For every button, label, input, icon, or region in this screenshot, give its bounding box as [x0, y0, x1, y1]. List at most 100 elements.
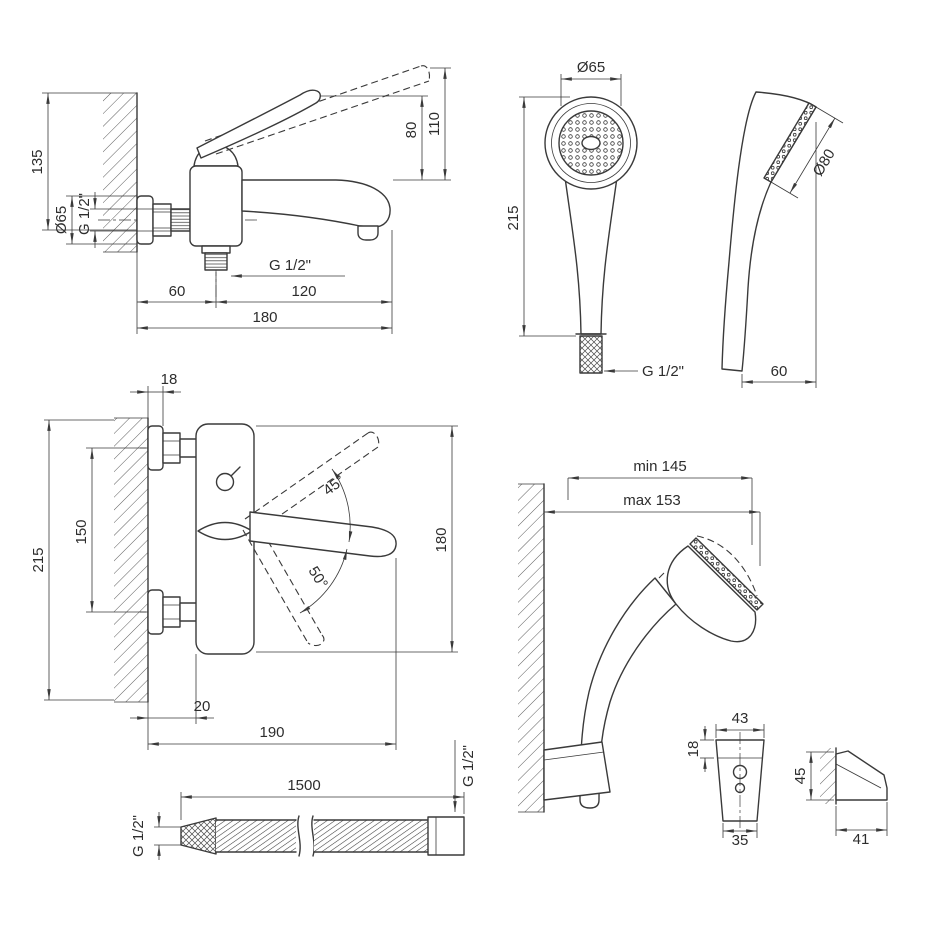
dim-label-max153: max 153 [623, 492, 681, 509]
dim-label-hose-thread-left: G 1/2" [130, 815, 147, 857]
lever-down-dashed [242, 521, 325, 647]
shower-outlet-thread [204, 252, 228, 271]
dim-80-110: 80 110 [320, 67, 451, 181]
outlet-collar [201, 245, 231, 254]
callout-outlet-thread: G 1/2" [231, 257, 345, 278]
dim-label-45deg: 45° [320, 472, 348, 499]
view-handset-holder: min 145 max 153 [518, 458, 764, 813]
wall-holder-bracket [543, 741, 611, 801]
top-escutcheon [147, 425, 164, 471]
dim-20: 20 [130, 654, 214, 724]
wall-hatch-holder [518, 484, 544, 812]
dim-label-head-d65: Ø65 [577, 59, 605, 76]
hose-break-line [297, 815, 301, 857]
handset-profile [721, 91, 817, 372]
top-hex-nut [162, 432, 181, 464]
handset-head-holder [666, 545, 757, 643]
hose-nut-fitting [427, 816, 465, 856]
dim-label-135: 135 [29, 149, 46, 174]
bottom-hex-nut [162, 596, 181, 628]
view-bracket-front: 43 18 35 [685, 710, 765, 849]
dim-label-inlet-thread: G 1/2" [76, 193, 93, 235]
view-mixer-side: 135 Ø65 G 1/2" 80 110 G 1/2" [29, 65, 451, 334]
dim-depth-60: 60 [741, 122, 817, 388]
view-handset-side: Ø80 60 [721, 91, 844, 388]
dim-43: 43 [715, 710, 765, 738]
dim-label-80: 80 [403, 122, 420, 139]
dim-label-120: 120 [291, 283, 316, 300]
inlet-thread [170, 208, 191, 232]
dim-135: 135 [29, 92, 137, 231]
dim-label-hose-thread-right: G 1/2" [460, 745, 477, 787]
dim-215-front: 215 [30, 419, 114, 701]
dim-angle-50: 50° [299, 548, 348, 614]
spray-face-holder [689, 537, 764, 611]
dim-label-110: 110 [426, 112, 443, 136]
dim-label-190: 190 [259, 724, 284, 741]
handset-thread [579, 335, 603, 374]
wall-hatch-front [114, 418, 148, 702]
hose-cone-fitting [180, 817, 217, 855]
dim-label-handset-thread: G 1/2" [642, 363, 684, 380]
wall-hatch [103, 93, 137, 252]
dim-180-front: 180 [256, 425, 458, 653]
dim-label-18: 18 [161, 371, 178, 388]
spout [241, 179, 391, 228]
dim-215: 215 [505, 96, 576, 337]
dim-60-120-180: 60 120 180 [136, 230, 393, 334]
dim-label-20: 20 [194, 698, 211, 715]
dim-label-d80: Ø80 [810, 146, 839, 179]
dim-hose-thread-left: G 1/2" [130, 812, 181, 860]
dim-bracket-18: 18 [685, 726, 714, 772]
dim-flange-d65: Ø65 [53, 195, 137, 245]
face-center-cap [581, 135, 601, 151]
dim-hose-thread-right: G 1/2" [453, 740, 477, 812]
bottom-escutcheon [147, 589, 164, 635]
dim-label-outlet-thread: G 1/2" [269, 257, 311, 274]
hose-braid-left [216, 820, 296, 852]
spout-nozzle [357, 225, 379, 241]
dim-label-min145: min 145 [633, 458, 686, 475]
dim-label-depth-60: 60 [771, 363, 788, 380]
dim-150: 150 [73, 447, 146, 613]
dim-max-153: max 153 [544, 492, 761, 566]
mixer-body [189, 165, 243, 247]
wall-hatch-bracket [820, 748, 836, 804]
dim-label-35: 35 [732, 832, 749, 849]
dim-label-43: 43 [732, 710, 749, 727]
view-hose: 1500 G 1/2" G 1/2" [130, 740, 477, 860]
dim-35: 35 [722, 823, 758, 849]
dim-label-1500: 1500 [287, 777, 320, 794]
dim-label-150: 150 [73, 519, 90, 544]
lever-handle [196, 89, 321, 159]
callout-handset-thread: G 1/2" [604, 363, 684, 380]
bracket-side-outline [835, 750, 888, 801]
view-bracket-side: 45 41 [792, 747, 888, 848]
dim-18: 18 [130, 371, 181, 426]
dim-label-60: 60 [169, 283, 186, 300]
view-handset-front: Ø65 215 G 1/2" [505, 59, 684, 380]
dim-inlet-thread: G 1/2" [76, 192, 171, 248]
dim-label-45: 45 [792, 768, 809, 785]
dim-head-d65: Ø65 [560, 59, 622, 106]
dim-label-215-front: 215 [30, 547, 47, 572]
dim-1500: 1500 [180, 777, 465, 820]
dim-41: 41 [835, 802, 888, 848]
dim-label-d65: Ø65 [53, 206, 70, 234]
lever-handle-front [249, 511, 397, 558]
dim-label-50deg: 50° [305, 563, 331, 591]
diverter-ring [215, 472, 235, 492]
handset-alt-position-dashed [696, 535, 758, 597]
dim-label-bracket-18: 18 [685, 741, 702, 758]
dim-190: 190 [147, 558, 397, 750]
dim-label-215: 215 [505, 205, 522, 230]
view-mixer-front: 45° 50° 18 215 150 [30, 371, 458, 750]
dim-label-180: 180 [252, 309, 277, 326]
dim-label-41: 41 [853, 831, 870, 848]
hose-braid-right [314, 820, 428, 852]
handset-handle [563, 169, 619, 335]
dim-45: 45 [792, 751, 834, 801]
dim-label-180-front: 180 [433, 527, 450, 552]
